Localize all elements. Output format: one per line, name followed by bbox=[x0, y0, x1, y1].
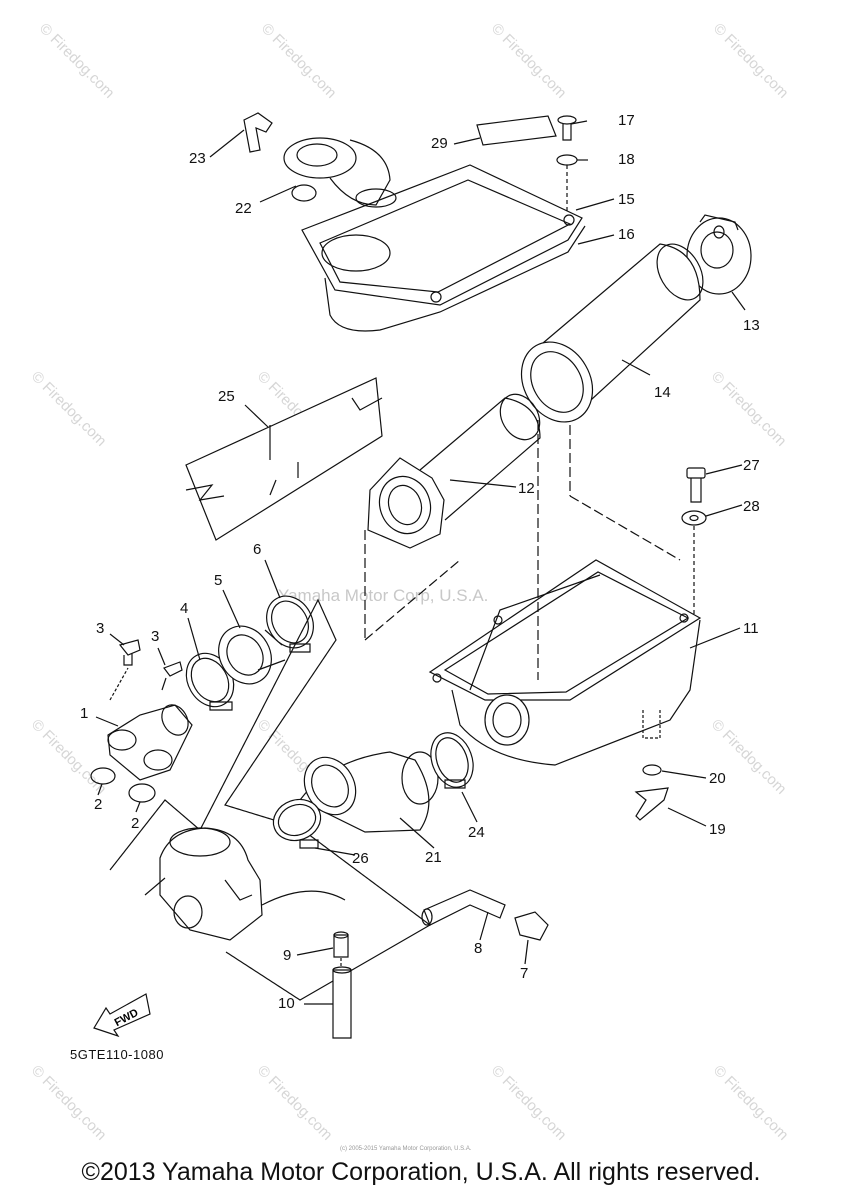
fine-print: (c) 2005-2015 Yamaha Motor Corporation, … bbox=[340, 1146, 472, 1152]
carburetor bbox=[145, 828, 345, 940]
callout-7: 7 bbox=[520, 965, 529, 982]
callout-29: 29 bbox=[431, 135, 448, 152]
callout-2: 2 bbox=[94, 796, 103, 813]
callout-28: 28 bbox=[743, 498, 760, 515]
center-watermark: Yamaha Motor Corp, U.S.A. bbox=[278, 586, 489, 605]
callout-3: 3 bbox=[96, 620, 105, 637]
callout-14: 14 bbox=[654, 384, 671, 401]
intake-joint-22 bbox=[284, 138, 396, 207]
o-ring-2 bbox=[91, 768, 115, 784]
screw-3 bbox=[120, 640, 140, 665]
copyright-footer: ©2013 Yamaha Motor Corporation, U.S.A. A… bbox=[81, 1158, 761, 1186]
filter-guide-12 bbox=[368, 387, 548, 548]
manifold-1 bbox=[108, 700, 193, 780]
elbow-23 bbox=[244, 113, 272, 152]
washer-18 bbox=[557, 155, 577, 165]
callout-11: 11 bbox=[743, 620, 759, 637]
callout-23: 23 bbox=[189, 150, 206, 167]
callout-12: 12 bbox=[518, 480, 535, 497]
callout-18: 18 bbox=[618, 151, 635, 168]
drain-plug-9 bbox=[334, 932, 348, 957]
callout-13: 13 bbox=[743, 317, 760, 334]
joint-5 bbox=[208, 617, 285, 694]
callout-15: 15 bbox=[618, 191, 635, 208]
callout-4: 4 bbox=[180, 600, 189, 617]
bolt-27 bbox=[687, 468, 705, 502]
airbox-cover bbox=[302, 165, 585, 331]
callout-1: 1 bbox=[80, 705, 89, 722]
joint-21 bbox=[294, 748, 438, 832]
hose-8 bbox=[424, 890, 505, 925]
callout-17: 17 bbox=[618, 112, 635, 129]
screw-3b bbox=[162, 662, 182, 690]
callout-2b: 2 bbox=[131, 815, 140, 832]
callout-25: 25 bbox=[218, 388, 235, 405]
washer-28 bbox=[682, 511, 706, 525]
clamp-24 bbox=[424, 727, 481, 793]
clamp-6 bbox=[257, 588, 322, 657]
callout-19: 19 bbox=[709, 821, 726, 838]
callout-16: 16 bbox=[618, 226, 635, 243]
callout-20: 20 bbox=[709, 770, 726, 787]
callout-24: 24 bbox=[468, 824, 485, 841]
clamp-4 bbox=[177, 645, 243, 715]
filter-element-14 bbox=[507, 236, 712, 435]
callout-21: 21 bbox=[425, 849, 442, 866]
clamp-26 bbox=[268, 793, 327, 848]
clip-20 bbox=[643, 765, 661, 775]
callout-22: 22 bbox=[235, 200, 252, 217]
sheet-25 bbox=[186, 378, 382, 540]
callout-5: 5 bbox=[214, 572, 223, 589]
callout-8: 8 bbox=[474, 940, 483, 957]
callout-9: 9 bbox=[283, 947, 292, 964]
drain-19 bbox=[636, 788, 668, 820]
callout-3b: 3 bbox=[151, 628, 160, 645]
diagram-code: 5GTE110-1080 bbox=[70, 1047, 164, 1062]
fwd-arrow-icon bbox=[94, 994, 150, 1036]
callout-26: 26 bbox=[352, 850, 369, 867]
o-ring-2b bbox=[129, 784, 155, 802]
bolt-17 bbox=[558, 116, 576, 140]
callout-6: 6 bbox=[253, 541, 262, 558]
callout-10: 10 bbox=[278, 995, 295, 1012]
label-plate-29 bbox=[477, 116, 556, 145]
callout-27: 27 bbox=[743, 457, 760, 474]
plug-7 bbox=[515, 912, 548, 940]
cap-13 bbox=[687, 215, 751, 294]
leader-lines bbox=[96, 121, 745, 1004]
drain-hose-10 bbox=[333, 967, 351, 1038]
airbox-case-11 bbox=[430, 560, 700, 765]
